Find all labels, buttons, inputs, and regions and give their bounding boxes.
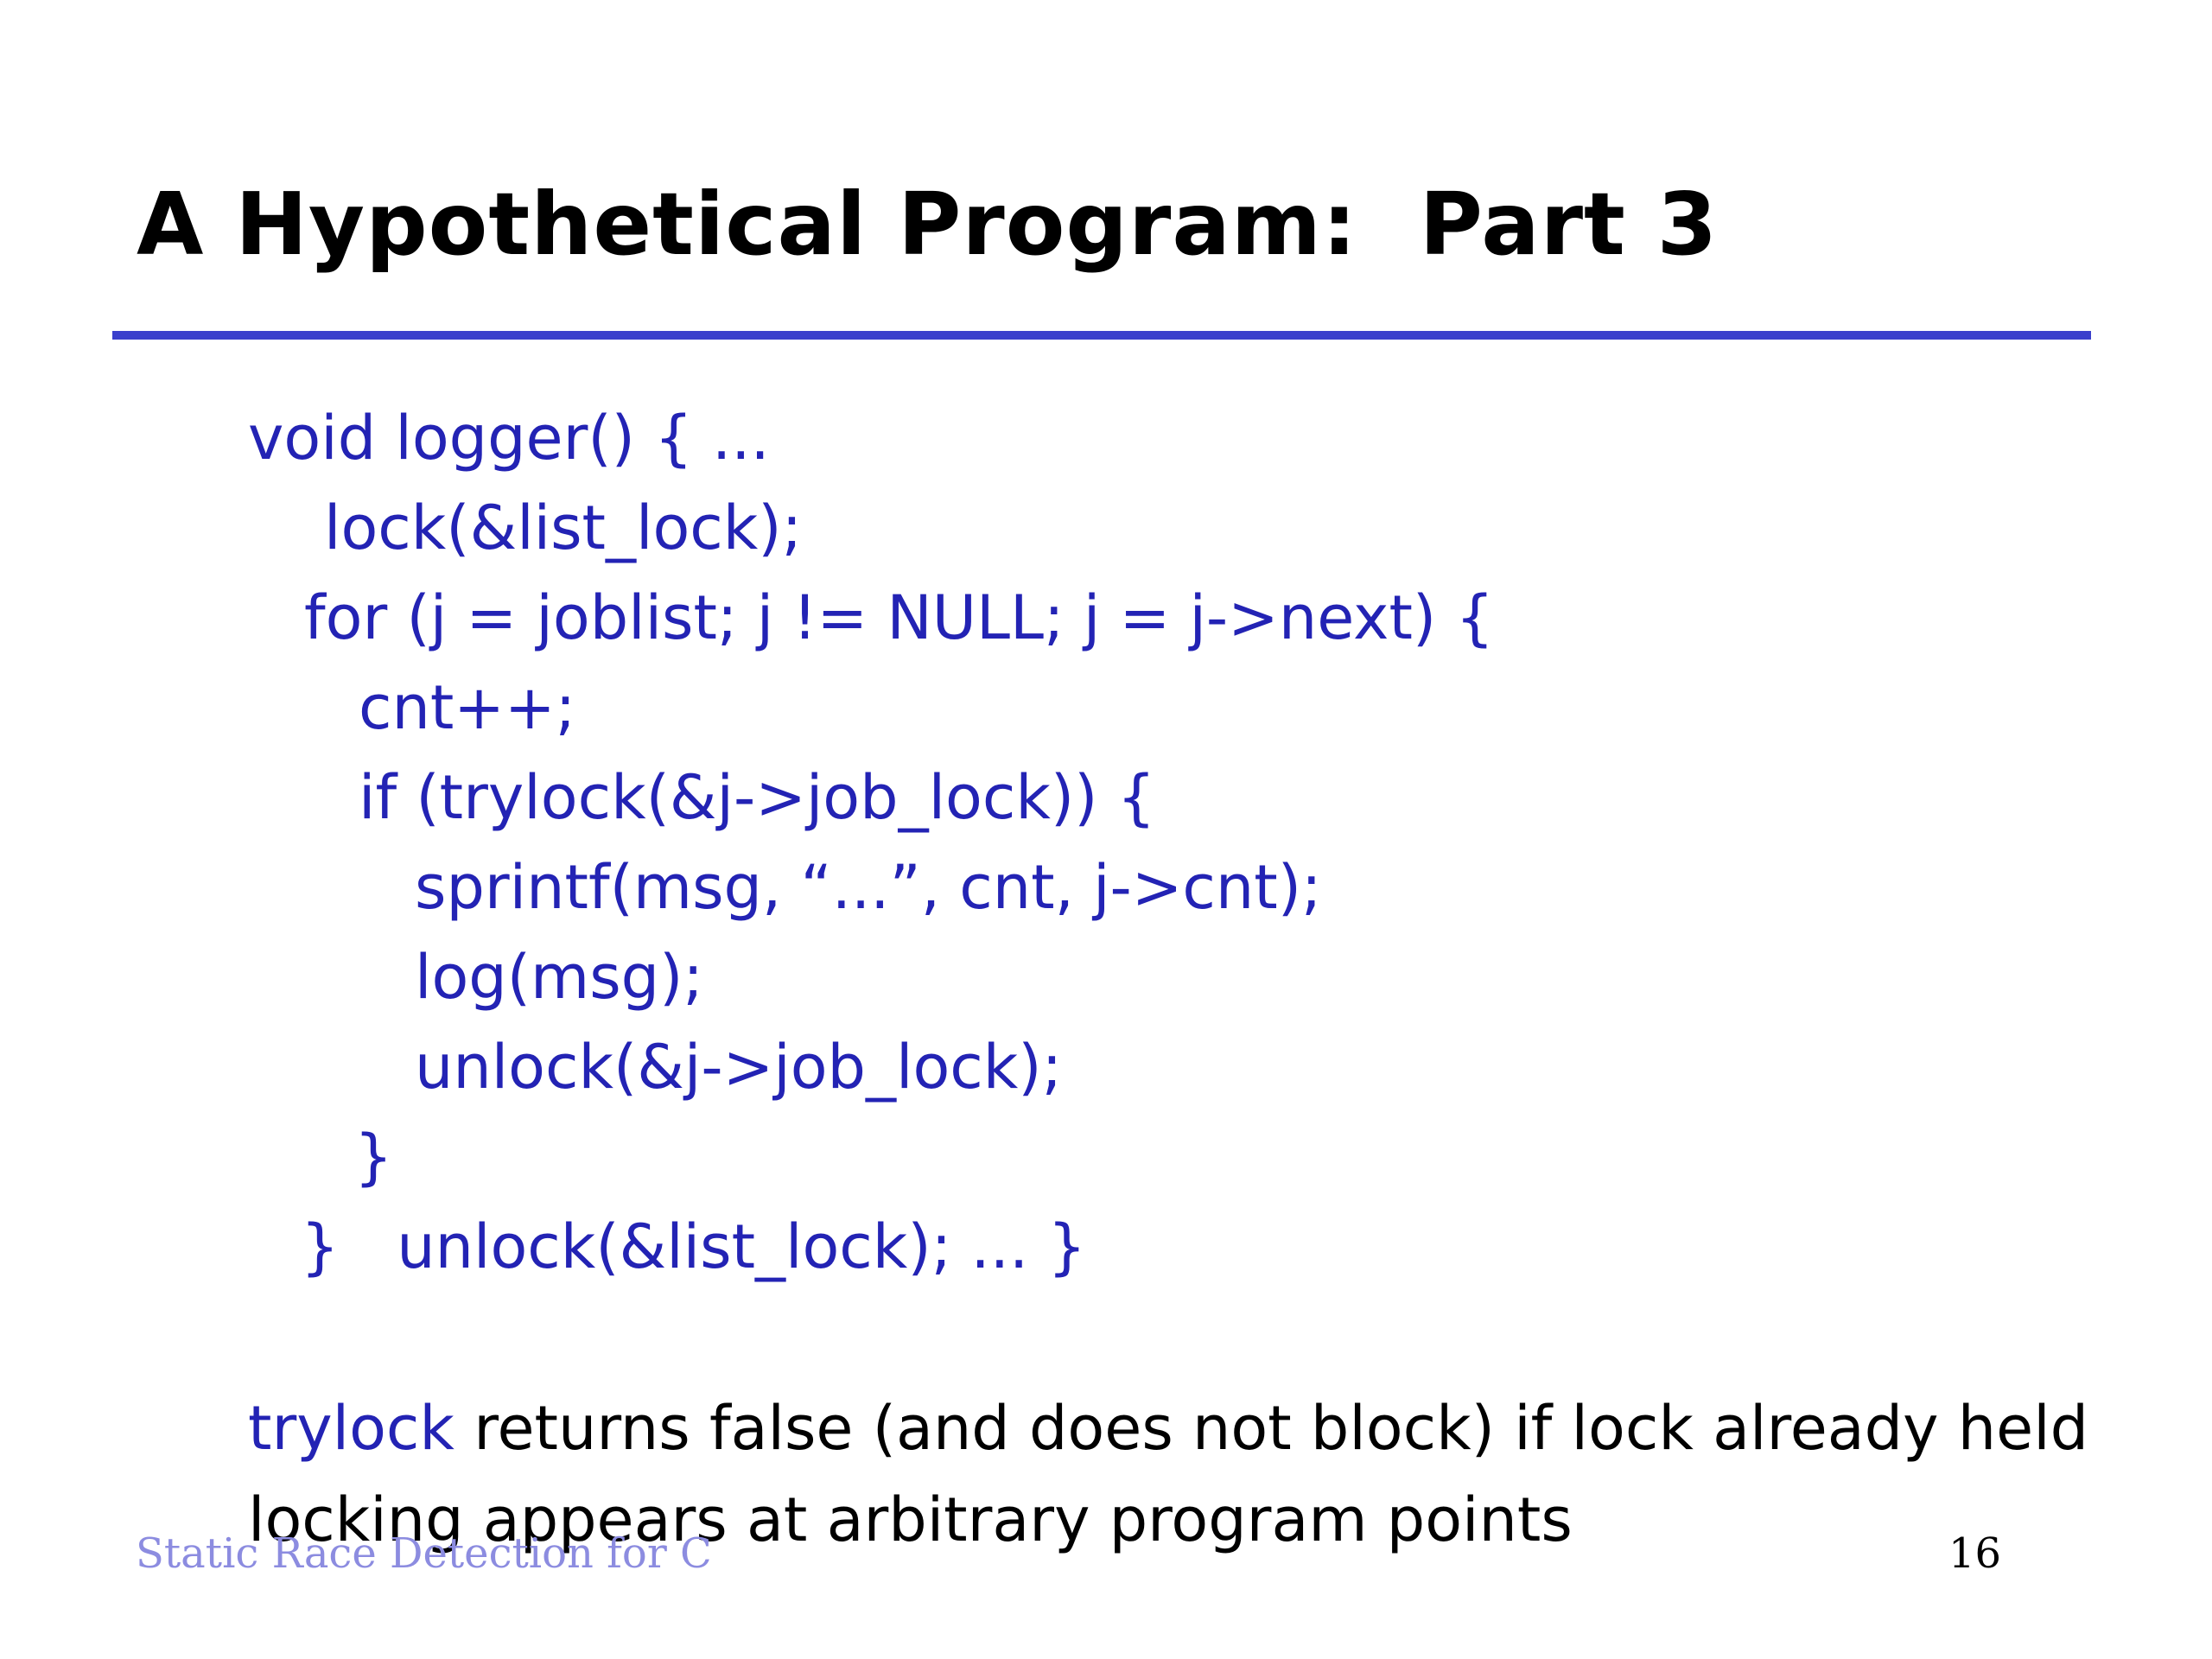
note-text: returns false (and does not block) if lo… <box>454 1393 2089 1464</box>
slide-title: A Hypothetical Program: Part 3 <box>137 174 1719 275</box>
notes-block: trylock returns false (and does not bloc… <box>248 1382 2149 1566</box>
footer-page-number: 16 <box>1948 1529 2002 1578</box>
code-line: } <box>354 1122 393 1192</box>
code-line: lock(&list_lock); <box>324 493 803 563</box>
note-line-trylock: trylock returns false (and does not bloc… <box>248 1382 2149 1474</box>
note-line-locking: locking appears at arbitrary program poi… <box>248 1484 1573 1555</box>
code-line: for (j = joblist; j != NULL; j = j->next… <box>304 582 1494 653</box>
note-keyword: trylock <box>248 1393 454 1464</box>
footer-course-title: Static Race Detection for C <box>136 1529 712 1578</box>
code-line: void logger() { ... <box>248 403 770 474</box>
code-line: sprintf(msg, “...”, cnt, j->cnt); <box>415 852 1322 923</box>
code-line: if (trylock(&j->job_lock)) { <box>359 762 1156 833</box>
code-line: unlock(&j->job_lock); <box>415 1032 1063 1103</box>
code-line: log(msg); <box>415 942 704 1013</box>
title-underline-rule <box>112 331 2091 340</box>
code-line: cnt++; <box>359 672 576 743</box>
code-line: } unlock(&list_lock); ... } <box>301 1211 1087 1282</box>
